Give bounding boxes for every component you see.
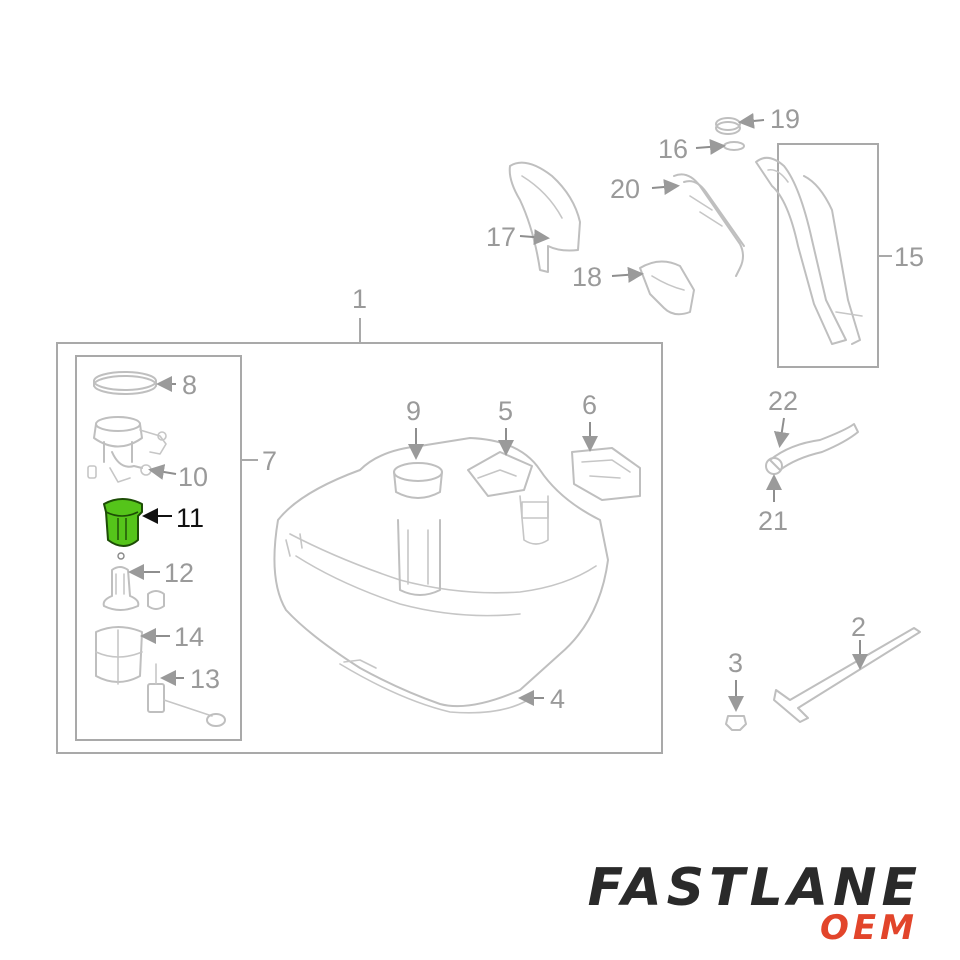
callout-7: 7 bbox=[262, 446, 277, 476]
part-10-pump-module[interactable] bbox=[87, 416, 167, 483]
part-16-seal[interactable] bbox=[723, 141, 745, 151]
part-3-bolt[interactable] bbox=[725, 715, 747, 731]
part-6-bracket[interactable] bbox=[571, 447, 641, 501]
callout-20: 20 bbox=[610, 174, 640, 204]
callout-9: 9 bbox=[406, 396, 421, 426]
callout-11: 11 bbox=[176, 503, 204, 533]
part-5-sensor-plate[interactable] bbox=[467, 451, 549, 545]
part-13-fuel-level-sender[interactable] bbox=[147, 663, 226, 727]
callout-18: 18 bbox=[572, 262, 602, 292]
callout-6: 6 bbox=[582, 390, 597, 420]
callout-15: 15 bbox=[894, 242, 924, 272]
part-11-fuel-pump-bracket[interactable] bbox=[103, 498, 143, 560]
callout-leaders bbox=[128, 112, 868, 712]
callout-12: 12 bbox=[164, 558, 194, 588]
part-15-filler-neck[interactable] bbox=[755, 156, 863, 345]
callout-13: 13 bbox=[190, 664, 220, 694]
part-2-tank-strap[interactable] bbox=[773, 627, 921, 723]
callout-17: 17 bbox=[486, 222, 516, 252]
callout-10: 10 bbox=[178, 462, 208, 492]
pump-subassembly-frame bbox=[75, 355, 258, 741]
filler-neck-frame bbox=[777, 143, 892, 368]
callout-19: 19 bbox=[770, 104, 800, 134]
part-4-fuel-tank[interactable] bbox=[273, 437, 609, 714]
callout-22: 22 bbox=[768, 386, 798, 416]
callout-14: 14 bbox=[174, 622, 204, 652]
callout-2: 2 bbox=[851, 612, 866, 642]
part-22-breather-hose[interactable] bbox=[769, 423, 859, 471]
part-9-sender-flange[interactable] bbox=[393, 462, 443, 596]
part-21-hose-clamp[interactable] bbox=[765, 457, 783, 475]
callout-21: 21 bbox=[758, 506, 788, 536]
part-17-shield[interactable] bbox=[508, 161, 581, 273]
callout-3: 3 bbox=[728, 648, 743, 678]
callout-1: 1 bbox=[352, 284, 367, 314]
part-12-pump-filter[interactable] bbox=[102, 566, 165, 611]
part-14-strainer[interactable] bbox=[95, 626, 143, 685]
part-8-lock-ring[interactable] bbox=[93, 371, 157, 395]
assembly-frame bbox=[56, 318, 663, 754]
brand-sub: OEM bbox=[820, 908, 918, 948]
part-18-clip[interactable] bbox=[639, 260, 695, 316]
callout-8: 8 bbox=[182, 370, 197, 400]
brand-name: FASTLANE bbox=[587, 858, 922, 918]
callout-16: 16 bbox=[658, 134, 688, 164]
callout-4: 4 bbox=[550, 684, 565, 714]
brand-logo: FASTLANE OEM bbox=[460, 858, 940, 948]
callout-5: 5 bbox=[498, 396, 513, 426]
part-20-vent-hose[interactable] bbox=[673, 173, 745, 277]
part-19-cap[interactable] bbox=[715, 117, 741, 135]
